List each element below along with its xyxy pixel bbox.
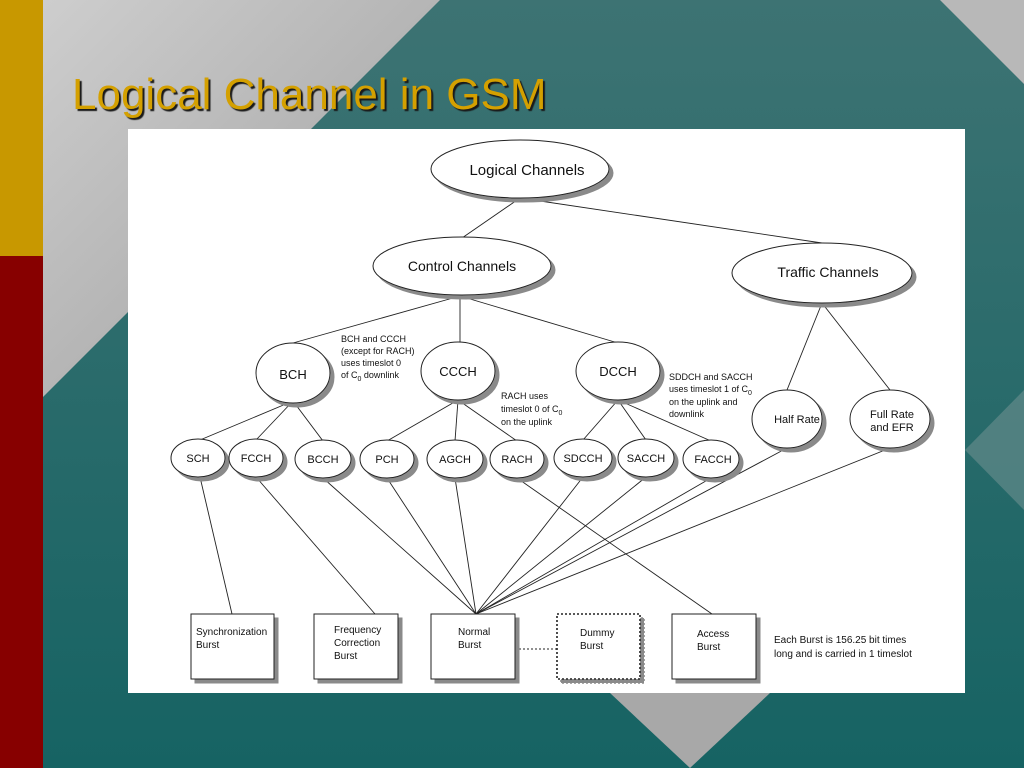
- node-agch: AGCH: [426, 439, 484, 479]
- svg-text:timeslot 0 of C0: timeslot 0 of C0: [501, 404, 563, 417]
- gold-side-stripe: [0, 0, 43, 256]
- burst-normal: Normal Burst: [430, 613, 516, 680]
- node-rach: RACH: [489, 439, 545, 479]
- svg-text:SACCH: SACCH: [627, 453, 666, 465]
- node-sacch: SACCH: [617, 438, 675, 478]
- svg-text:SCH: SCH: [186, 453, 209, 465]
- svg-text:Half Rate: Half Rate: [774, 414, 820, 426]
- node-traffic-channels: Traffic Channels: [731, 242, 913, 304]
- svg-text:Normal: Normal: [458, 627, 490, 638]
- svg-text:Frequency: Frequency: [334, 625, 381, 636]
- svg-text:Access: Access: [697, 629, 729, 640]
- node-sch: SCH: [170, 438, 226, 478]
- note-rach: RACH uses timeslot 0 of C0 on the uplink: [501, 391, 563, 427]
- node-facch: FACCH: [682, 439, 740, 479]
- node-bcch: BCCH: [294, 439, 352, 479]
- svg-text:Full Rate: Full Rate: [870, 409, 914, 421]
- burst-access: Access Burst: [671, 613, 757, 680]
- node-half-rate: Half Rate: [751, 389, 823, 449]
- note-bch-ccch: BCH and CCCH (except for RACH) uses time…: [341, 334, 415, 383]
- node-bch: BCH: [255, 342, 331, 404]
- svg-text:Logical Channels: Logical Channels: [469, 162, 584, 179]
- node-ccch: CCCH: [420, 341, 496, 401]
- svg-text:SDCCH: SDCCH: [563, 453, 602, 465]
- svg-text:Burst: Burst: [697, 642, 721, 653]
- burst-dummy: Dummy Burst: [556, 613, 641, 680]
- slide-title: Logical Channel in GSM: [72, 70, 547, 119]
- svg-text:and EFR: and EFR: [870, 422, 913, 434]
- svg-text:CCCH: CCCH: [439, 364, 477, 379]
- node-full-rate: Full Rate and EFR: [849, 389, 931, 449]
- svg-text:BCH: BCH: [279, 367, 306, 382]
- svg-text:RACH: RACH: [501, 454, 532, 466]
- svg-text:Correction: Correction: [334, 638, 380, 649]
- node-dcch: DCCH: [575, 341, 661, 401]
- svg-text:Synchronization: Synchronization: [196, 627, 267, 638]
- svg-text:downlink: downlink: [669, 409, 705, 419]
- svg-text:of C0 downlink: of C0 downlink: [341, 370, 399, 383]
- svg-text:Traffic Channels: Traffic Channels: [777, 264, 878, 280]
- svg-text:Burst: Burst: [334, 651, 358, 662]
- svg-text:Burst: Burst: [458, 640, 482, 651]
- svg-text:(except for RACH): (except for RACH): [341, 346, 415, 356]
- node-logical-channels: Logical Channels: [430, 139, 610, 199]
- node-fcch: FCCH: [228, 438, 284, 478]
- svg-text:on the uplink and: on the uplink and: [669, 397, 738, 407]
- burst-synchronization: Synchronization Burst: [190, 613, 275, 680]
- svg-text:RACH uses: RACH uses: [501, 391, 549, 401]
- svg-text:BCH and CCCH: BCH and CCCH: [341, 334, 406, 344]
- svg-text:uses timeslot 0: uses timeslot 0: [341, 358, 401, 368]
- svg-text:Burst: Burst: [580, 641, 604, 652]
- svg-text:Burst: Burst: [196, 640, 220, 651]
- svg-text:PCH: PCH: [375, 454, 398, 466]
- connector-lines: [199, 197, 891, 650]
- svg-text:Each Burst is 156.25 bit times: Each Burst is 156.25 bit times: [774, 635, 906, 646]
- burst-frequency-correction: Frequency Correction Burst: [313, 613, 399, 680]
- svg-text:Control Channels: Control Channels: [408, 258, 516, 274]
- note-burst-length: Each Burst is 156.25 bit times long and …: [774, 635, 912, 660]
- svg-text:Dummy: Dummy: [580, 628, 614, 639]
- svg-text:long and is carried in 1 times: long and is carried in 1 timeslot: [774, 649, 912, 660]
- node-pch: PCH: [359, 439, 415, 479]
- note-sdcch-sacch: SDDCH and SACCH uses timeslot 1 of C0 on…: [669, 372, 753, 419]
- svg-text:FACCH: FACCH: [694, 454, 731, 466]
- channel-diagram: Logical Channels Control Channels Traffi…: [128, 129, 965, 693]
- node-control-channels: Control Channels: [372, 236, 552, 296]
- svg-text:BCCH: BCCH: [307, 454, 338, 466]
- red-side-stripe: [0, 256, 43, 768]
- svg-text:SDDCH and SACCH: SDDCH and SACCH: [669, 372, 753, 382]
- svg-text:AGCH: AGCH: [439, 454, 471, 466]
- svg-text:on the uplink: on the uplink: [501, 417, 553, 427]
- svg-text:FCCH: FCCH: [241, 453, 272, 465]
- svg-text:DCCH: DCCH: [599, 364, 637, 379]
- node-sdcch: SDCCH: [553, 438, 613, 478]
- svg-text:uses timeslot 1 of C0: uses timeslot 1 of C0: [669, 384, 752, 397]
